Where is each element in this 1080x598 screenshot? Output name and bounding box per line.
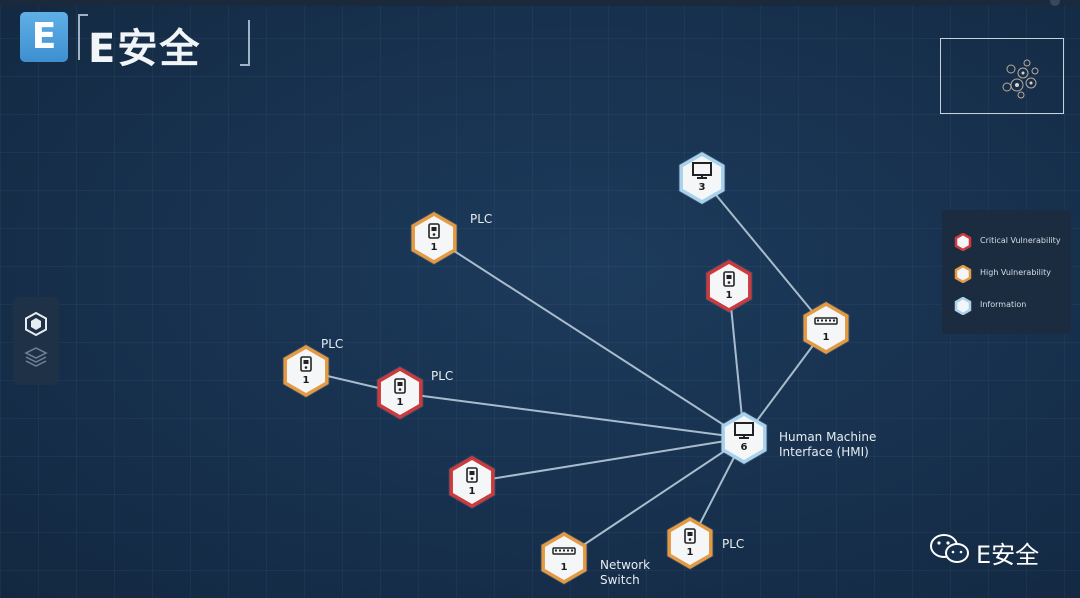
- monitor-icon: [692, 162, 712, 179]
- plc-device-icon: [723, 271, 735, 287]
- node-label-plc-left-critical: PLC: [431, 369, 454, 383]
- switch-icon: [552, 547, 576, 555]
- network-link: [743, 327, 827, 439]
- plc-device-icon: [684, 528, 696, 544]
- legend-label: Critical Vulnerability: [980, 236, 1061, 245]
- severity-legend: Critical Vulnerability High Vulnerabilit…: [942, 210, 1071, 334]
- node-label-network-switch: Network Switch: [600, 558, 651, 587]
- device-node-hmi-top[interactable]: 3: [678, 151, 726, 205]
- logo-badge-icon: E: [20, 12, 68, 62]
- network-link: [701, 177, 827, 329]
- watermark-text: E安全: [976, 541, 1040, 569]
- wechat-icon: [930, 534, 969, 563]
- device-node-plc-bottom[interactable]: 1: [666, 516, 714, 570]
- vulnerability-count: 1: [726, 290, 733, 301]
- plc-device-icon: [466, 467, 478, 483]
- window-dot: [1050, 0, 1060, 6]
- device-node-plc-critical-right[interactable]: 1: [705, 259, 753, 313]
- network-link: [563, 437, 745, 559]
- vulnerability-count: 1: [469, 486, 476, 497]
- vulnerability-count: 1: [561, 562, 568, 573]
- critical-hexagon-icon: [954, 232, 972, 252]
- device-node-network-switch[interactable]: 1: [540, 531, 588, 585]
- wechat-watermark: E安全: [928, 531, 1039, 569]
- node-hexagon: [803, 301, 849, 355]
- vulnerability-count: 1: [397, 397, 404, 408]
- minimap[interactable]: [940, 38, 1064, 114]
- node-hexagon: [541, 531, 587, 585]
- vulnerability-count: 3: [699, 182, 706, 193]
- plc-device-icon: [394, 378, 406, 394]
- device-node-plc-bottom-critical[interactable]: 1: [448, 455, 496, 509]
- network-link: [399, 392, 745, 439]
- device-node-hmi-main[interactable]: 6: [720, 411, 768, 465]
- view-toolbar: [13, 297, 59, 385]
- switch-icon: [814, 317, 838, 325]
- vulnerability-count: 6: [741, 442, 748, 453]
- plc-device-icon: [428, 223, 440, 239]
- monitor-icon: [734, 422, 754, 439]
- hexagon-outline-icon: [25, 311, 47, 337]
- vulnerability-count: 1: [823, 332, 830, 343]
- vulnerability-count: 1: [687, 547, 694, 558]
- stacked-layers-icon: [24, 347, 48, 367]
- logo-text: E安全: [88, 26, 202, 72]
- network-link: [433, 237, 745, 439]
- top-bar: [0, 0, 1080, 6]
- legend-label: High Vulnerability: [980, 268, 1051, 277]
- legend-label: Information: [980, 300, 1027, 309]
- legend-item-high: High Vulnerability: [954, 264, 1051, 284]
- layers-view-button[interactable]: [23, 345, 49, 371]
- high-hexagon-icon: [954, 264, 972, 284]
- minimap-preview: [1002, 59, 1039, 99]
- node-label-plc-bottom: PLC: [722, 537, 745, 551]
- legend-item-critical: Critical Vulnerability: [954, 232, 1061, 252]
- vulnerability-count: 1: [431, 242, 438, 253]
- vulnerability-count: 1: [303, 375, 310, 386]
- device-node-switch-right[interactable]: 1: [802, 301, 850, 355]
- node-label-plc-a: PLC: [470, 212, 493, 226]
- network-link: [728, 285, 745, 439]
- device-node-plc-left-outer[interactable]: 1: [282, 344, 330, 398]
- information-hexagon-icon: [954, 296, 972, 316]
- plc-device-icon: [300, 356, 312, 372]
- node-label-plc-left-outer: PLC: [321, 337, 344, 351]
- device-node-plc-a[interactable]: 1: [410, 211, 458, 265]
- legend-item-information: Information: [954, 296, 1026, 316]
- device-node-plc-left-critical[interactable]: 1: [376, 366, 424, 420]
- logo-frame: E安全: [78, 14, 250, 72]
- node-label-hmi-main: Human Machine Interface (HMI): [779, 430, 877, 459]
- hexagon-view-button[interactable]: [23, 311, 49, 337]
- network-link: [471, 437, 745, 483]
